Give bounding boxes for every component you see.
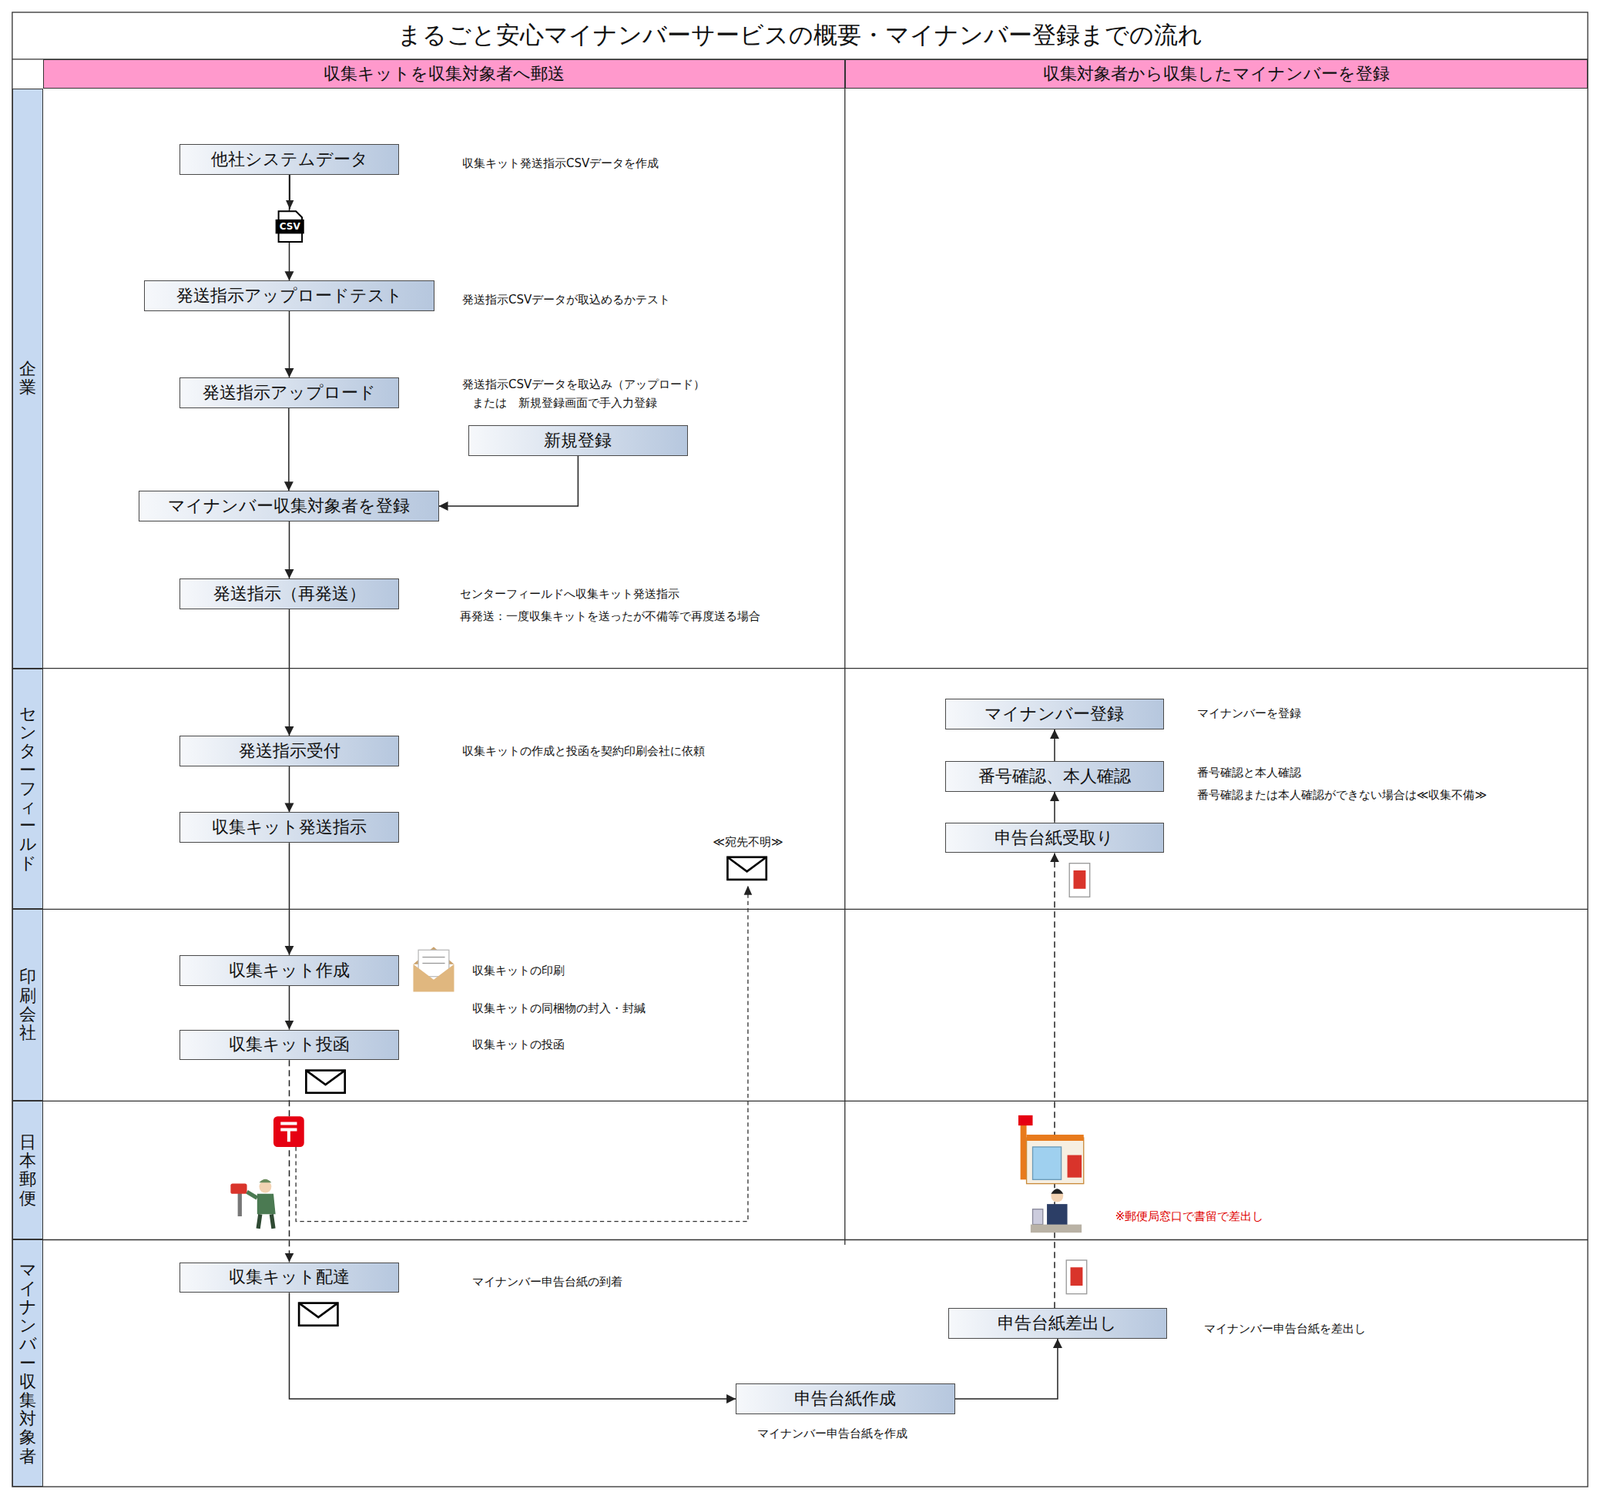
flow-connector [439, 456, 579, 507]
flow-connector [288, 842, 291, 956]
node-text: 申告台紙作成 [794, 1387, 896, 1411]
node-text: マイナンバー登録 [984, 702, 1124, 726]
node-text: 申告台紙受取り [994, 826, 1114, 850]
csv-icon [275, 174, 305, 242]
node-text: 収集キット投函 [228, 1033, 350, 1057]
node-text: 申告台紙差出し [997, 1311, 1117, 1336]
annotation-label: ※郵便局窓口で書留で差出し [1115, 1209, 1265, 1224]
annotation-label: マイナンバーを登録 [1197, 706, 1302, 721]
open-envelope-icon [412, 946, 454, 992]
flow-connector [288, 1059, 291, 1262]
process-box: 申告台紙作成 [735, 1383, 956, 1415]
process-box: 収集キット作成 [179, 955, 400, 987]
annotation-label: マイナンバー申告台紙を作成 [757, 1426, 908, 1441]
node-text: 印刷会社 [19, 967, 37, 1043]
annotation-label: 収集キットの同梱物の封入・封緘 [472, 1001, 646, 1016]
node-text: 日本郵便 [19, 1133, 37, 1208]
flow-connector [288, 408, 290, 491]
annotation-label: センターフィールドへ収集キット発送指示 [459, 587, 680, 601]
annotation-label: 発送指示CSVデータを取込み（アップロード） [462, 377, 705, 392]
process-box: 他社システムデータ [179, 144, 400, 175]
node-text: 企業 [19, 359, 37, 397]
annotation-label: 収集キットの印刷 [472, 963, 565, 978]
node-text: マイナンバー収集対象者を登録 [167, 494, 410, 518]
node-text: 発送指示アップロード [202, 381, 376, 405]
annotation-label: 収集キットの投函 [472, 1037, 565, 1052]
flow-connector [289, 1292, 737, 1399]
post-office-illustration [1018, 1115, 1084, 1233]
envelope-icon [298, 857, 767, 1326]
annotation-label: または 新規登録画面で手入力登録 [472, 395, 658, 410]
annotation-label: ≪宛先不明≫ [712, 835, 783, 849]
node-text: 発送指示受付 [238, 739, 341, 763]
flow-connector [1053, 729, 1056, 762]
flow-connector [288, 521, 291, 579]
process-box: 収集キット投函 [179, 1029, 400, 1061]
flow-connector [955, 1338, 1058, 1399]
process-box: マイナンバー登録 [945, 698, 1165, 730]
process-box: 収集キット発送指示 [179, 811, 400, 843]
node-text: マイナンバー収集対象者 [19, 1261, 37, 1466]
post-mark-icon [273, 1116, 305, 1148]
registered-mail-icon [1066, 863, 1090, 1295]
annotation-label: 収集キットの作成と投函を契約印刷会社に依頼 [462, 744, 705, 759]
process-box: 新規登録 [468, 425, 688, 457]
annotation-label: 番号確認または本人確認ができない場合は≪収集不備≫ [1197, 788, 1487, 802]
process-box: 申告台紙差出し [948, 1308, 1168, 1339]
process-box: 収集キット配達 [179, 1262, 400, 1294]
swimlane-label: 日本郵便 [12, 1100, 44, 1240]
process-box: 発送指示アップロード [179, 377, 400, 409]
annotation-label: マイナンバー申告台紙の到着 [472, 1274, 623, 1289]
flow-connector [288, 609, 291, 736]
icon-text: CSV [279, 221, 301, 232]
annotation-label: 再発送：一度収集キットを送ったが不備等で再度送る場合 [459, 609, 761, 624]
node-text: センターフィールド [19, 704, 37, 873]
column-header: 収集対象者から収集したマイナンバーを登録 [845, 59, 1588, 89]
annotation-label: 番号確認と本人確認 [1197, 765, 1302, 780]
flow-connector [1053, 791, 1056, 823]
node-text: 発送指示アップロードテスト [176, 284, 403, 308]
flow-connector [288, 766, 291, 813]
flow-connector [288, 311, 291, 378]
swimlane-label: センターフィールド [12, 668, 44, 910]
node-text: 収集キット配達 [228, 1265, 350, 1289]
node-text: 番号確認、本人確認 [978, 764, 1131, 789]
annotation-label: 発送指示CSVデータが取込めるかテスト [462, 292, 671, 307]
node-text: 収集キット作成 [228, 959, 350, 983]
node-text: 収集キット発送指示 [211, 815, 367, 839]
mailman-illustration [230, 1179, 276, 1229]
diagram-title: まるごと安心マイナンバーサービスの概要・マイナンバー登録までの流れ [12, 12, 1588, 60]
node-text: 他社システムデータ [211, 147, 369, 172]
process-box: 申告台紙受取り [945, 822, 1165, 854]
flow-connector [288, 986, 291, 1030]
node-text: 新規登録 [543, 429, 612, 453]
node-text: 収集キットを収集対象者へ郵送 [323, 62, 565, 86]
node-text: 発送指示（再発送） [213, 582, 366, 606]
swimlane-label: 企業 [12, 88, 44, 668]
process-box: 番号確認、本人確認 [945, 761, 1165, 792]
process-box: マイナンバー収集対象者を登録 [138, 490, 439, 522]
swimlane-label: 印刷会社 [12, 909, 44, 1101]
swimlane-label: マイナンバー収集対象者 [12, 1239, 44, 1487]
annotation-label: 収集キット発送指示CSVデータを作成 [462, 156, 659, 171]
column-header: 収集キットを収集対象者へ郵送 [43, 59, 846, 89]
process-box: 発送指示（再発送） [179, 578, 400, 610]
process-box: 発送指示アップロードテスト [144, 280, 436, 312]
grid-lines [12, 12, 1588, 1487]
process-box: 発送指示受付 [179, 735, 400, 767]
node-text: 収集対象者から収集したマイナンバーを登録 [1043, 62, 1390, 86]
annotation-label: マイナンバー申告台紙を差出し [1204, 1321, 1366, 1336]
